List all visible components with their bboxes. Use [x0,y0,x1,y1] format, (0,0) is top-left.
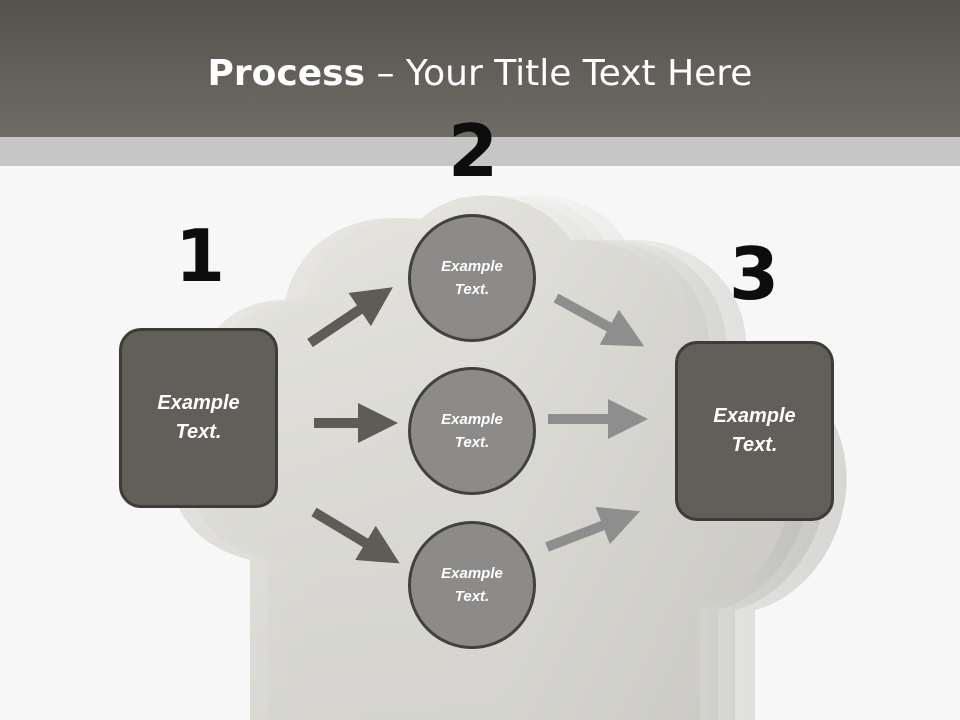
step-number-2: 2 [447,109,499,193]
step-3-box: Example Text. [675,341,834,521]
step-2-circle-bottom: Example Text. [408,521,536,649]
title-separator: – [365,53,406,94]
header-strip [0,137,960,166]
title-bold: Process [207,53,366,94]
step-2-circle-text: Example Text. [441,411,503,451]
step-2-circle-text: Example Text. [441,565,503,605]
step-3-text: Example Text. [713,405,796,456]
slide-title: Process – Your Title Text Here [0,52,960,96]
arrow-1-to-2-top [307,287,393,348]
step-2-circle-top: Example Text. [408,214,536,342]
step-2-circle-middle: Example Text. [408,367,536,495]
step-number-3: 3 [728,232,780,316]
arrow-2-to-3-top [553,293,645,347]
step-1-text: Example Text. [157,392,240,443]
title-text: Your Title Text Here [405,53,753,94]
step-1-box: Example Text. [119,328,278,508]
arrow-2-to-3-bottom [545,506,641,552]
title-bar [0,0,960,137]
step-number-1: 1 [174,214,226,298]
arrow-1-to-2-bottom [311,507,400,564]
step-2-circle-text: Example Text. [441,258,503,298]
